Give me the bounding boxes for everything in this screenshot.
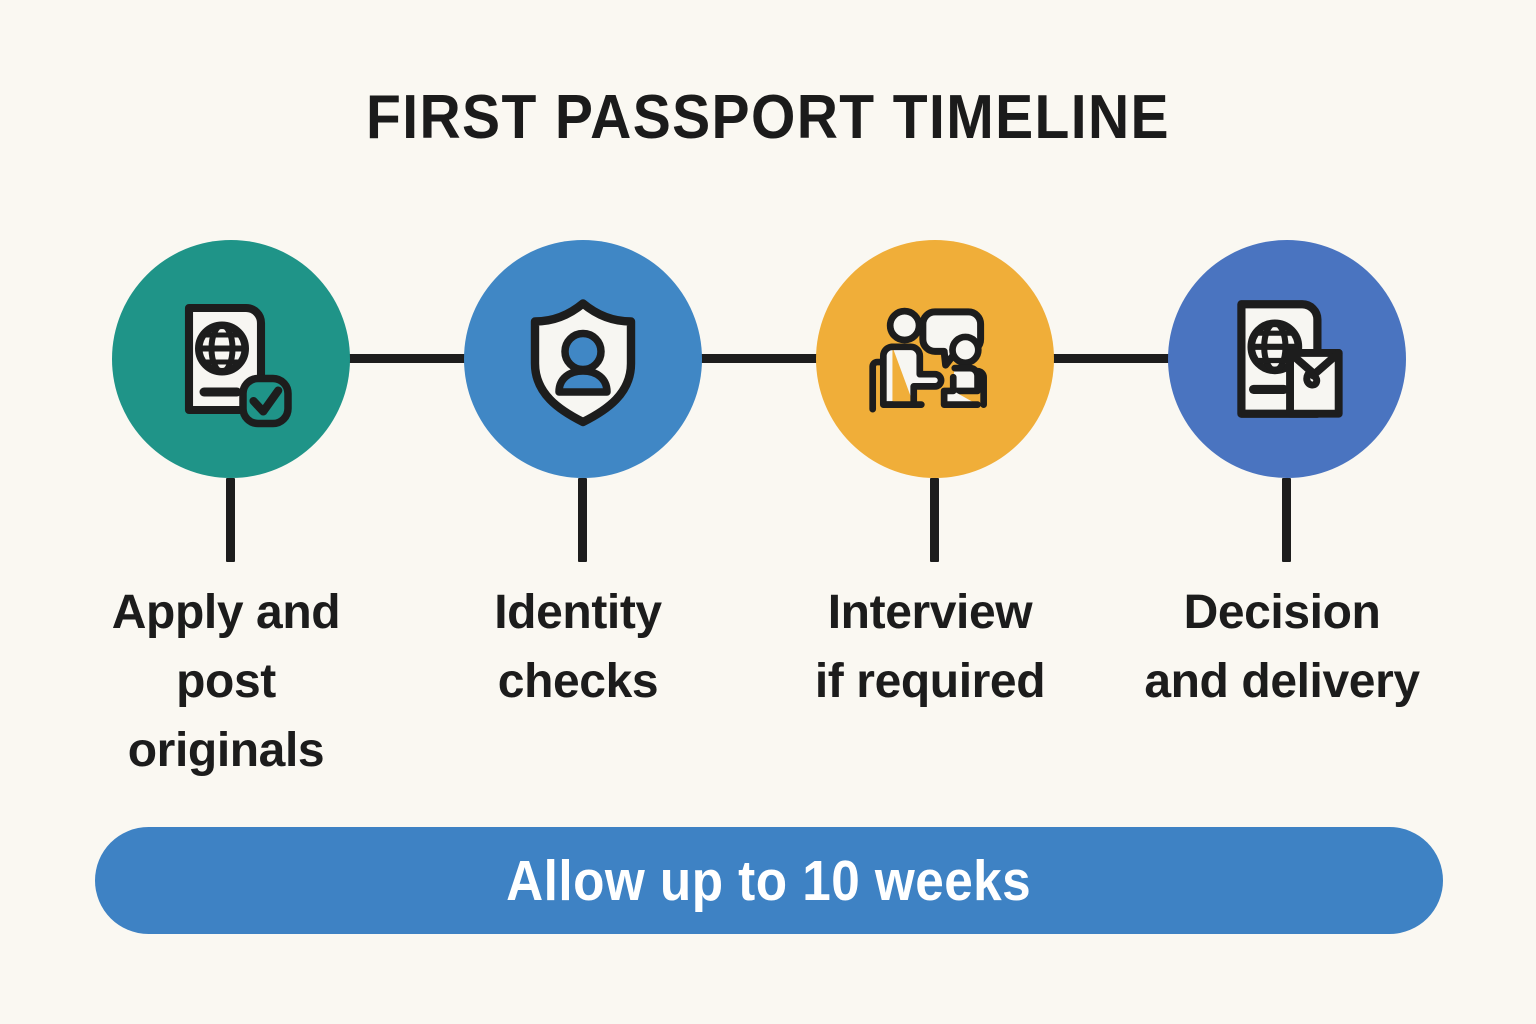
- timeline: [0, 240, 1536, 562]
- duration-banner[interactable]: Allow up to 10 weeks: [95, 827, 1443, 934]
- timeline-node-2[interactable]: [464, 240, 702, 478]
- connector-2-3: [700, 354, 822, 363]
- step-label-3: Interview if required: [774, 578, 1086, 716]
- step-label-line: if required: [814, 655, 1046, 709]
- page-title: FIRST PASSPORT TIMELINE: [366, 83, 1170, 152]
- connector-3-4: [1052, 354, 1176, 363]
- step-label-2: Identity checks: [422, 578, 734, 716]
- stem-3: [930, 478, 939, 562]
- passport-check-icon: [156, 284, 306, 434]
- step-label-1: Apply and post originals: [70, 578, 382, 785]
- step-label-line: post: [176, 655, 276, 709]
- stem-1: [226, 478, 235, 562]
- stem-4: [1282, 478, 1291, 562]
- step-label-line: checks: [497, 655, 659, 709]
- timeline-node-3[interactable]: [816, 240, 1054, 478]
- shield-person-icon: [508, 284, 658, 434]
- timeline-node-4[interactable]: [1168, 240, 1406, 478]
- stem-2: [578, 478, 587, 562]
- step-label-line: and delivery: [1144, 655, 1420, 709]
- passport-envelope-icon: [1211, 283, 1363, 435]
- step-label-line: Apply and: [111, 586, 341, 639]
- step-label-line: Interview: [827, 586, 1033, 639]
- step-label-4: Decision and delivery: [1126, 578, 1438, 716]
- interview-people-icon: [859, 283, 1011, 435]
- timeline-node-1[interactable]: [112, 240, 350, 478]
- step-label-line: Identity: [494, 586, 662, 639]
- step-label-line: Decision: [1183, 586, 1381, 639]
- duration-banner-text: Allow up to 10 weeks: [506, 848, 1032, 913]
- step-label-line: originals: [127, 724, 325, 778]
- connector-1-2: [348, 354, 472, 363]
